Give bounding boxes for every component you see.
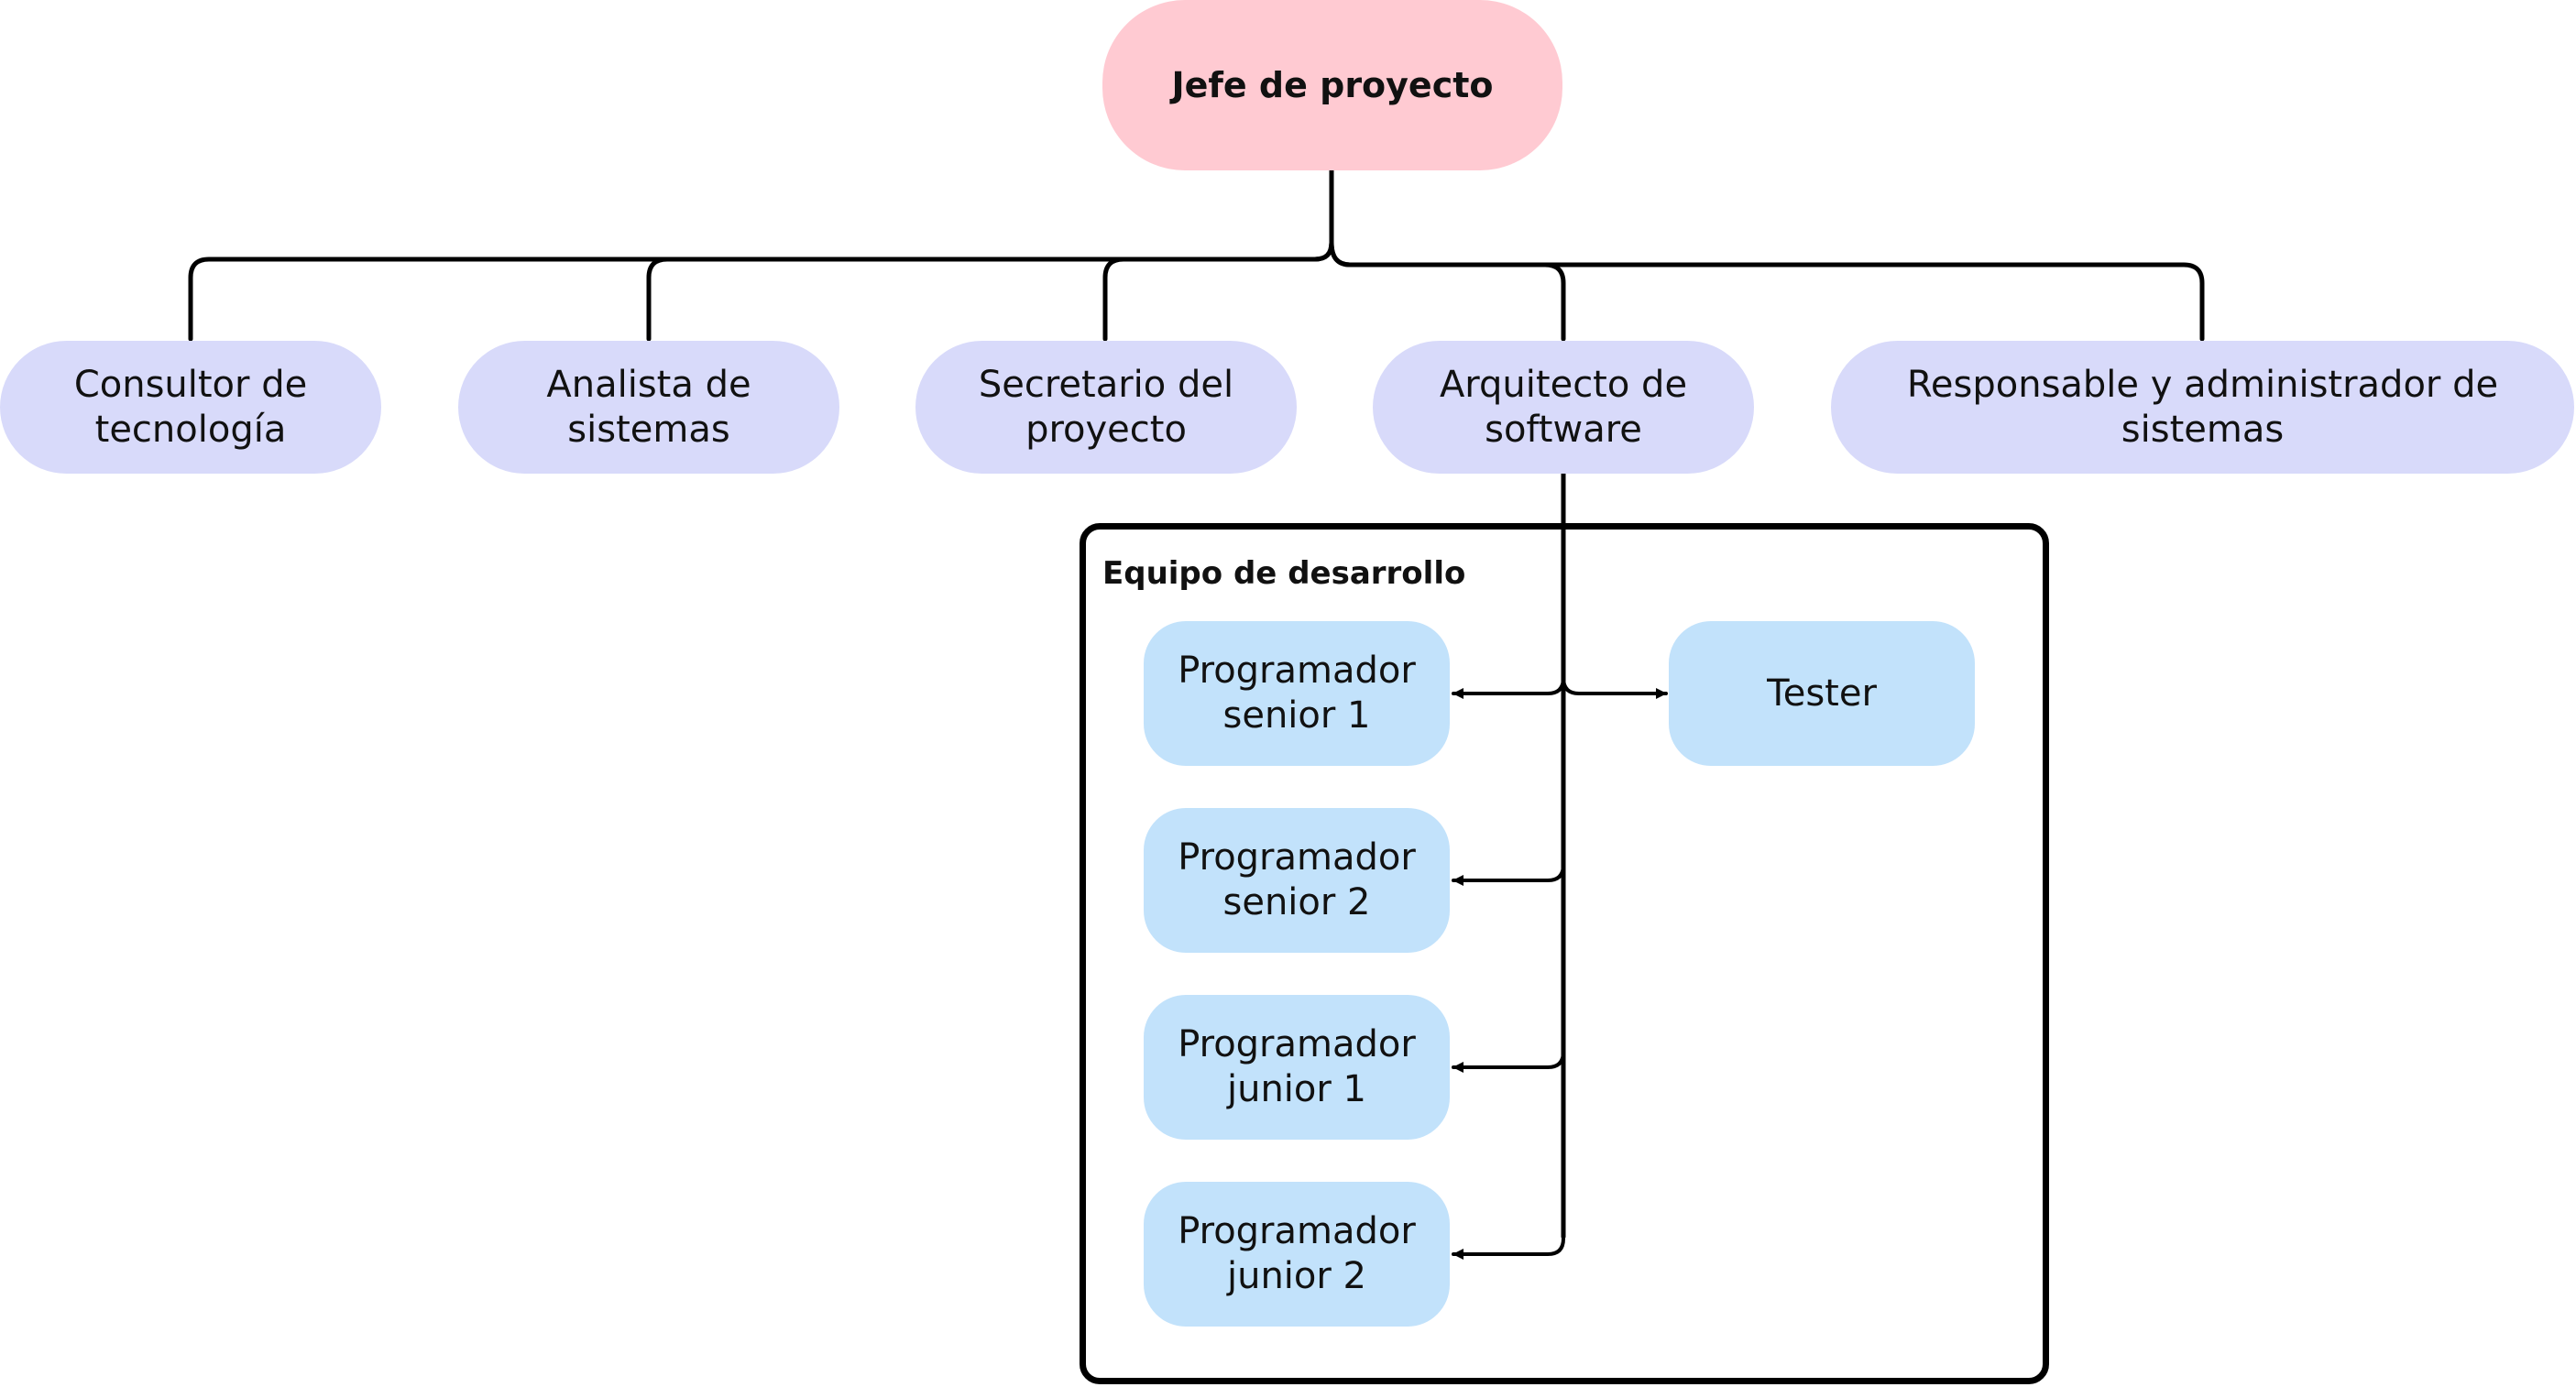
- arrow-to-programador-junior-2: [1452, 1237, 1565, 1260]
- node-consultor-de-tecnologia: Consultor de tecnología: [0, 341, 381, 474]
- node-secretario-del-proyecto-label: Secretario del proyecto: [978, 363, 1234, 451]
- node-responsable-y-administrador-de-sistemas-label: Responsable y administrador de sistemas: [1906, 363, 2499, 451]
- node-tester: Tester: [1669, 621, 1975, 766]
- node-jefe-de-proyecto-label: Jefe de proyecto: [1171, 64, 1494, 105]
- arrow-to-programador-junior-1: [1452, 1050, 1565, 1073]
- arrow-to-tester: [1562, 676, 1668, 699]
- node-programador-senior-2: Programador senior 2: [1144, 808, 1450, 953]
- node-tester-label: Tester: [1767, 672, 1877, 715]
- node-analista-de-sistemas-label: Analista de sistemas: [546, 363, 751, 451]
- connector-root-to-consultor: [188, 168, 1334, 342]
- arrow-to-programador-senior-2: [1452, 863, 1565, 886]
- node-programador-junior-1-label: Programador junior 1: [1178, 1023, 1416, 1110]
- node-programador-senior-1-label: Programador senior 1: [1178, 650, 1416, 737]
- node-jefe-de-proyecto: Jefe de proyecto: [1102, 0, 1562, 170]
- node-programador-junior-1: Programador junior 1: [1144, 995, 1450, 1140]
- node-programador-junior-2: Programador junior 2: [1144, 1182, 1450, 1327]
- node-programador-junior-2-label: Programador junior 2: [1178, 1210, 1416, 1297]
- node-responsable-y-administrador-de-sistemas: Responsable y administrador de sistemas: [1831, 341, 2574, 474]
- node-programador-senior-1: Programador senior 1: [1144, 621, 1450, 766]
- node-secretario-del-proyecto: Secretario del proyecto: [915, 341, 1297, 474]
- connector-root-to-arquitecto: [1329, 168, 1566, 342]
- node-programador-senior-2-label: Programador senior 2: [1178, 836, 1416, 923]
- connector-root-to-secretario: [1102, 168, 1334, 342]
- node-arquitecto-de-software: Arquitecto de software: [1373, 341, 1754, 474]
- node-consultor-de-tecnologia-label: Consultor de tecnología: [73, 363, 308, 451]
- arrow-to-programador-senior-1: [1452, 676, 1565, 699]
- connector-root-to-responsable: [1329, 168, 2205, 342]
- node-analista-de-sistemas: Analista de sistemas: [458, 341, 839, 474]
- connector-root-to-analista: [646, 168, 1334, 342]
- development-team-title: Equipo de desarrollo: [1102, 555, 1466, 592]
- node-arquitecto-de-software-label: Arquitecto de software: [1439, 363, 1688, 451]
